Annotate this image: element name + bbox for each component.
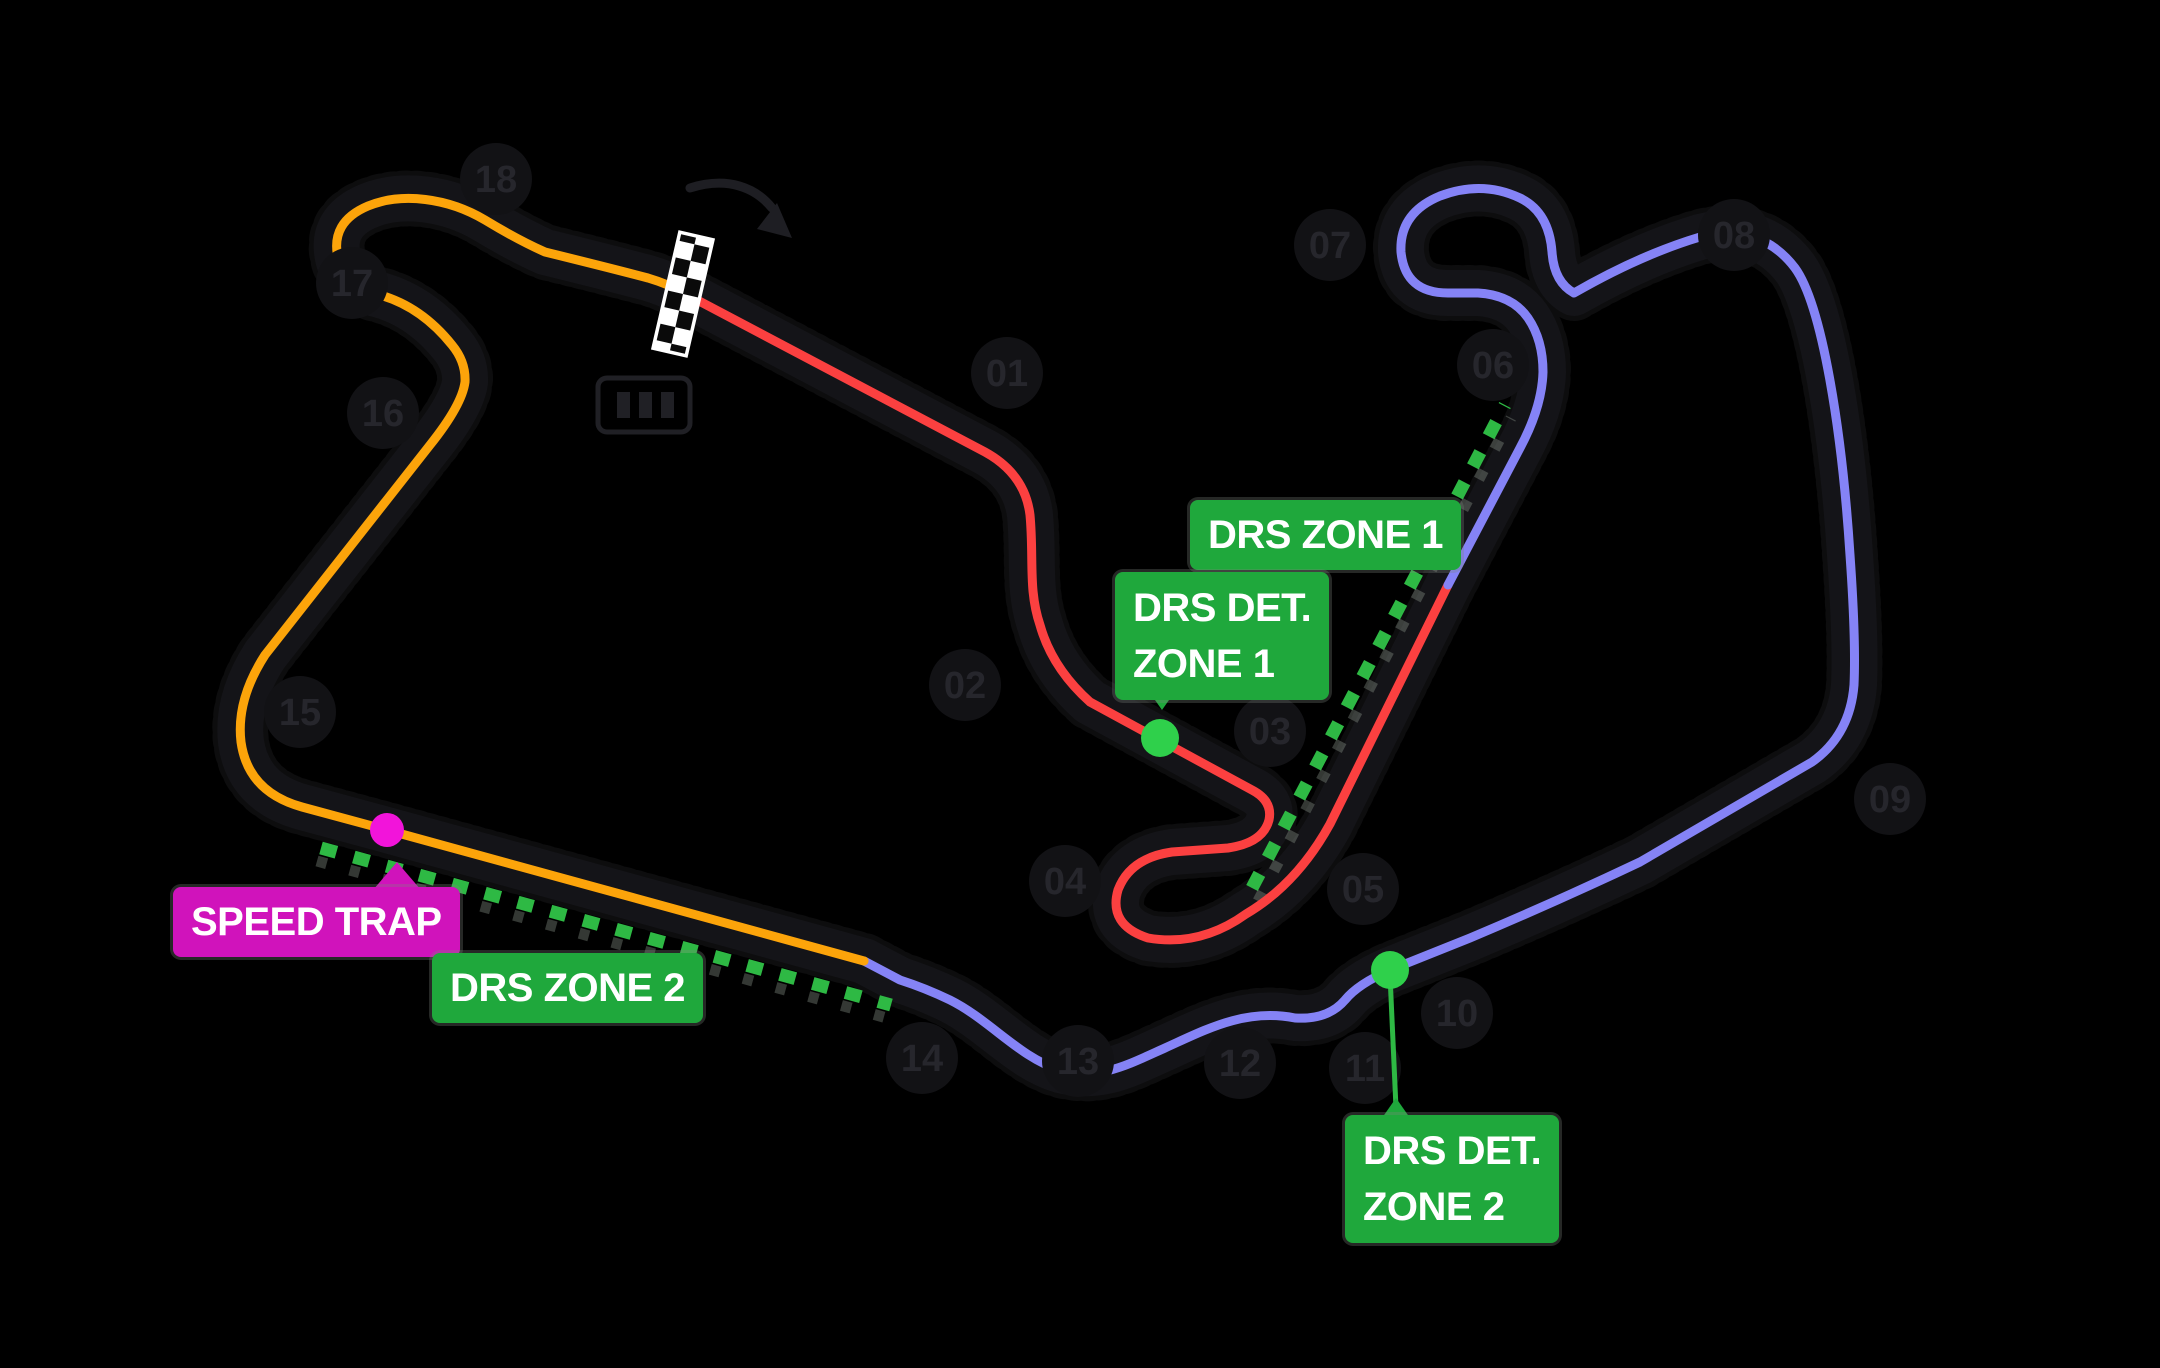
- speed-trap-label: SPEED TRAP: [173, 887, 460, 957]
- turn-marker-04: [1029, 845, 1101, 917]
- turn-markers: 01 02 03 04 05 06 07 08 09 10 11 12 13 14 15 16 17 18: [264, 143, 1926, 1104]
- turn-marker-12: [1204, 1027, 1276, 1099]
- pit-lane-icon: [595, 375, 693, 435]
- turn-number-06: 06: [1472, 345, 1514, 387]
- drs-det-zone-1-label: DRS DET. ZONE 1: [1115, 572, 1330, 700]
- turn-marker-15: [264, 676, 336, 748]
- turn-number-01: 01: [986, 353, 1028, 395]
- drs-zone-2-text: DRS ZONE 2: [450, 966, 686, 1010]
- turn-marker-16: [347, 377, 419, 449]
- turn-number-07: 07: [1309, 225, 1351, 267]
- turn-number-04: 04: [1044, 861, 1086, 903]
- turn-number-11: 11: [1345, 1048, 1385, 1090]
- turn-marker-02: [929, 649, 1001, 721]
- turn-marker-05: [1327, 853, 1399, 925]
- turn-number-18: 18: [475, 159, 517, 201]
- drs-det-2-pointer: [1382, 1098, 1410, 1118]
- turn-number-13: 13: [1057, 1041, 1099, 1083]
- drs-zone-1-label: DRS ZONE 1: [1190, 500, 1462, 570]
- drs-det-2-leader-line: [1387, 974, 1399, 1109]
- turn-number-12: 12: [1219, 1043, 1261, 1085]
- turn-number-15: 15: [279, 692, 321, 734]
- drs-zone-1-dashes: [1246, 401, 1511, 892]
- drs-zone-1-dash-shadow: [1253, 415, 1516, 904]
- drs-det-1-line1: DRS DET.: [1133, 586, 1312, 630]
- turn-marker-17: [316, 247, 388, 319]
- turn-number-03: 03: [1249, 711, 1291, 753]
- start-finish-flag-icon: [650, 230, 716, 358]
- sector-2-line: [859, 184, 1859, 1078]
- turn-marker-11: [1329, 1032, 1401, 1104]
- turn-number-09: 09: [1869, 779, 1911, 821]
- turn-marker-10: [1421, 977, 1493, 1049]
- turn-marker-06: [1457, 329, 1529, 401]
- drs-zone-1-text: DRS ZONE 1: [1208, 513, 1444, 557]
- turn-marker-03: [1234, 695, 1306, 767]
- track-band: [217, 165, 1878, 1097]
- turn-marker-01: [971, 337, 1043, 409]
- drs-det-zone-2-label: DRS DET. ZONE 2: [1345, 1115, 1560, 1243]
- turn-marker-07: [1294, 209, 1366, 281]
- turn-marker-18: [460, 143, 532, 215]
- turn-number-16: 16: [362, 393, 404, 435]
- drs-detection-2-dot: [1371, 951, 1409, 989]
- turn-marker-13: [1042, 1025, 1114, 1097]
- turn-number-17: 17: [331, 263, 373, 305]
- turn-number-14: 14: [901, 1038, 943, 1080]
- turn-number-10: 10: [1436, 993, 1478, 1035]
- turn-marker-08: [1698, 199, 1770, 271]
- drs-det-2-line1: DRS DET.: [1363, 1129, 1542, 1173]
- race-direction-arrow: [685, 178, 792, 238]
- drs-detection-1-dot: [1141, 719, 1179, 757]
- turn-marker-14: [886, 1022, 958, 1094]
- turn-number-05: 05: [1342, 869, 1384, 911]
- turn-number-02: 02: [944, 665, 986, 707]
- turn-marker-09: [1854, 763, 1926, 835]
- drs-det-1-line2: ZONE 1: [1133, 642, 1275, 686]
- drs-zone-2-label: DRS ZONE 2: [432, 953, 704, 1023]
- speed-trap-dot: [370, 813, 404, 847]
- speed-trap-pointer: [373, 862, 421, 890]
- sector-1-line: [677, 287, 1453, 945]
- drs-det-2-line2: ZONE 2: [1363, 1185, 1505, 1229]
- speed-trap-text: SPEED TRAP: [191, 900, 442, 944]
- turn-number-08: 08: [1713, 215, 1755, 257]
